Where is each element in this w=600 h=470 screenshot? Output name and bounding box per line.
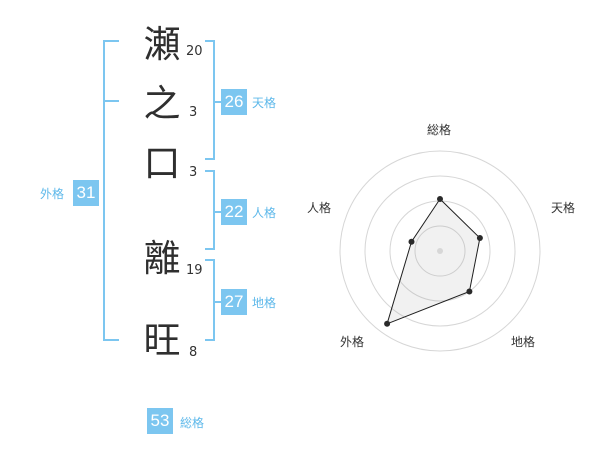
radar-series-polygon: [386, 198, 481, 325]
name-char-3: 口: [143, 142, 181, 185]
chikaku-connector: [213, 301, 221, 303]
radar-point-3: [384, 320, 391, 327]
jinkaku-label: 人格: [252, 206, 277, 220]
stroke-count-2: 3: [189, 105, 198, 120]
radar-point-4: [408, 238, 415, 245]
gaikaku-bracket-vertical: [103, 40, 105, 341]
stroke-count-5: 8: [189, 345, 198, 360]
gaikaku-bracket-top: [103, 40, 119, 42]
tenkaku-label: 天格: [252, 96, 277, 110]
gaikaku-bracket-bottom: [103, 339, 119, 341]
chikaku-score: 27: [221, 289, 247, 315]
name-char-1: 瀬: [143, 23, 181, 66]
gaikaku-label: 外格: [40, 187, 65, 201]
gaikaku-score: 31: [73, 180, 99, 206]
jinkaku-score: 22: [221, 199, 247, 225]
jinkaku-bracket-top: [205, 170, 215, 172]
gaikaku-bracket-mid: [103, 100, 119, 102]
jinkaku-bracket-bottom: [205, 248, 215, 250]
chikaku-bracket-vertical: [213, 259, 215, 341]
name-char-5: 旺: [143, 319, 181, 362]
radar-ring-3: [364, 175, 516, 327]
tenkaku-bracket-bottom: [205, 158, 215, 160]
name-char-4: 離: [143, 237, 181, 280]
radar-point-2: [466, 288, 473, 295]
radar-axis-label-jinkaku: 人格: [307, 201, 332, 215]
jinkaku-bracket-vertical: [213, 170, 215, 250]
chikaku-bracket-top: [205, 259, 215, 261]
name-char-2: 之: [143, 82, 181, 125]
tenkaku-bracket-top: [205, 40, 215, 42]
chikaku-label: 地格: [252, 296, 277, 310]
radar-point-1: [476, 235, 483, 241]
tenkaku-score: 26: [221, 89, 247, 115]
tenkaku-connector: [213, 101, 221, 103]
stroke-count-3: 3: [189, 165, 198, 180]
stroke-count-4: 19: [186, 263, 203, 278]
radar-center: [437, 248, 443, 254]
soukaku-label: 総格: [180, 416, 205, 430]
jinkaku-connector: [213, 211, 221, 213]
radar-ring-1: [414, 225, 466, 277]
stroke-count-1: 20: [186, 44, 203, 59]
tenkaku-bracket-vertical: [213, 40, 215, 160]
radar-ring-4: [339, 150, 541, 352]
radar-axis-label-gaikaku: 外格: [340, 335, 365, 349]
radar-axis-label-tenkaku: 天格: [551, 201, 576, 215]
radar-point-0: [437, 196, 443, 202]
soukaku-score: 53: [147, 408, 173, 434]
radar-axis-label-soukaku: 総格: [427, 123, 452, 137]
chikaku-bracket-bottom: [205, 339, 215, 341]
radar-axis-label-chikaku: 地格: [511, 335, 536, 349]
